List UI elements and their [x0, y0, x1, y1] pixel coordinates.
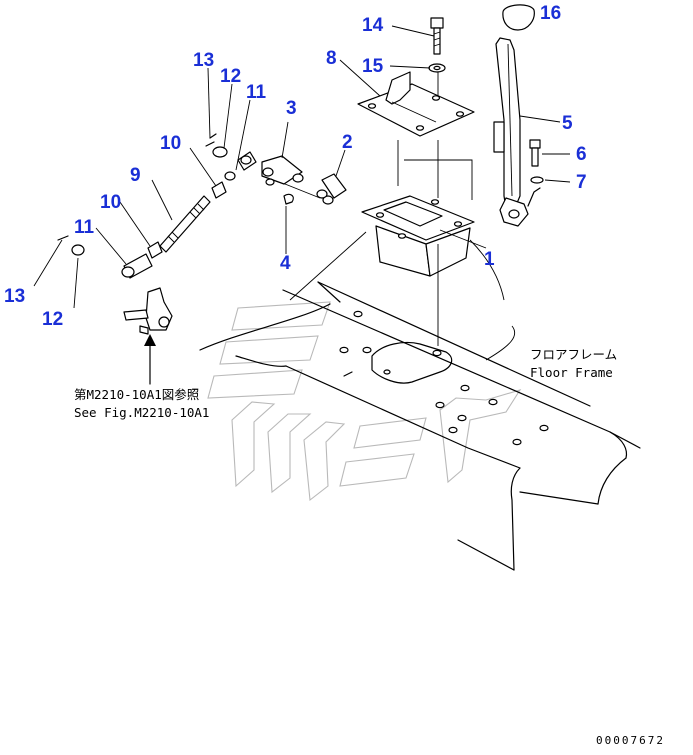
callout-13-lower: 13	[4, 286, 26, 307]
floor-frame-label-jp: フロアフレーム	[530, 347, 618, 362]
part-10-upper-nut	[211, 181, 227, 199]
ref-note-jp: 第M2210-10A1図参照	[74, 387, 200, 402]
callout-7: 7	[576, 172, 587, 193]
callout-12-lower: 12	[42, 309, 64, 330]
assembly-guide-lines	[279, 66, 505, 346]
callout-4: 4	[280, 253, 291, 274]
part-8-cover-plate	[357, 71, 475, 137]
callout-10-upper: 10	[160, 133, 182, 154]
lower-rod-end-group	[57, 235, 163, 279]
callout-2: 2	[342, 132, 353, 153]
leader-lines	[33, 25, 571, 309]
part-7-washer	[530, 176, 544, 184]
callout-12-upper: 12	[220, 66, 242, 87]
part-15-washer	[428, 63, 446, 73]
callout-5: 5	[562, 113, 573, 134]
upper-rod-end-group	[205, 133, 257, 181]
callout-13-upper: 13	[193, 50, 215, 71]
callout-11-lower: 11	[74, 217, 95, 238]
part-9-rod	[159, 195, 211, 253]
ref-note-en: See Fig.M2210-10A1	[74, 405, 210, 420]
callout-15: 15	[362, 56, 384, 77]
floor-frame	[199, 281, 641, 571]
part-1-lever-box	[361, 195, 475, 277]
part-5-lever	[493, 37, 541, 227]
part-6-bolt	[529, 139, 541, 167]
callout-8: 8	[326, 48, 337, 69]
callout-11-upper: 11	[246, 82, 267, 103]
callout-6: 6	[576, 144, 587, 165]
part-14-bolt	[430, 17, 444, 55]
part-2-bushing	[316, 173, 347, 205]
callout-16: 16	[540, 3, 562, 24]
part-16-knob	[502, 4, 535, 31]
callout-1: 1	[484, 249, 495, 270]
callout-10-lower: 10	[100, 192, 122, 213]
part-3-clevis	[261, 155, 304, 186]
callout-9: 9	[130, 165, 141, 186]
floor-frame-label-en: Floor Frame	[530, 365, 613, 380]
watermark-logo	[207, 301, 522, 502]
ref-bracket	[123, 287, 173, 385]
frame-holes	[339, 310, 549, 446]
callout-14: 14	[362, 15, 384, 36]
part-4-cotter-pin	[283, 193, 294, 205]
callout-3: 3	[286, 98, 297, 119]
document-number: 00007672	[596, 734, 665, 747]
